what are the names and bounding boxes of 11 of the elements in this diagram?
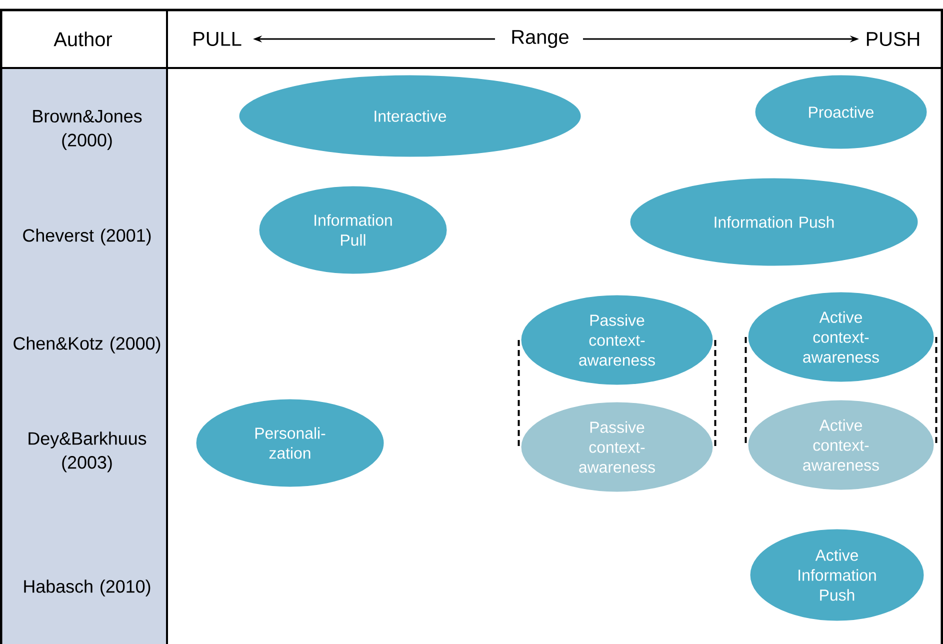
header-text: Author [54,32,112,46]
dashed-line [518,339,716,448]
header-text: PULL [194,32,242,46]
author-text: Dey&Barkhuus (2003) [28,432,146,472]
author-text: Habasch (2010) [24,580,150,596]
author-text: Cheverst (2001) [23,228,151,246]
dashed-line [744,336,938,446]
header-text: Range [512,30,568,48]
header-text: PUSH [866,32,920,46]
author-text: Chen&Kotz (2000) [14,336,160,354]
author-text: Brown&Jones (2000) [33,110,142,150]
